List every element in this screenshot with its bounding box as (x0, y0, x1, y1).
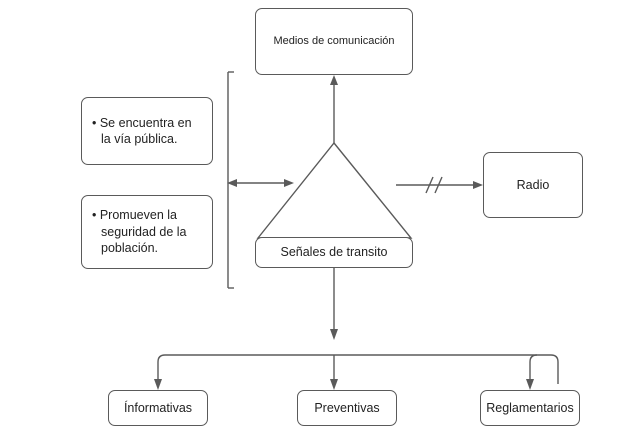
rail-arrow-head-right (526, 379, 534, 390)
rail-arrow-head-center (330, 379, 338, 390)
node-label: Preventivas (314, 400, 380, 415)
down-arrow-head (330, 329, 338, 340)
node-medios-de-comunicacion[interactable]: Medios de comunicación (255, 8, 413, 75)
double-arrow-head-right (284, 179, 294, 187)
node-label: Radio (516, 177, 550, 192)
radio-arrow-head (473, 181, 483, 189)
triangle-shape (256, 141, 413, 239)
node-label: Ínformativas (123, 400, 193, 415)
node-category-reglamentarios[interactable]: Reglamentarios (480, 390, 580, 426)
break-slash-1 (425, 176, 434, 194)
double-arrow-head-left (227, 179, 237, 187)
break-slash-2 (434, 176, 443, 194)
node-senales-de-transito[interactable]: Señales de transito (255, 237, 413, 268)
up-arrow-head (330, 75, 338, 85)
rail-arrow-head-left (154, 379, 162, 390)
rail-right-branch (529, 354, 538, 384)
node-label: Reglamentarios (486, 400, 574, 415)
distribution-rail (157, 354, 559, 384)
node-category-informativas[interactable]: Ínformativas (108, 390, 208, 426)
node-attribute-via-publica[interactable]: • Se encuentra en la vía pública. (81, 97, 213, 165)
node-label: Medios de comunicación (273, 35, 395, 48)
node-label: Señales de transito (280, 245, 388, 260)
node-label: • Se encuentra en la vía pública. (92, 115, 192, 147)
node-category-preventivas[interactable]: Preventivas (297, 390, 397, 426)
node-label: • Promueven la seguridad de la población… (92, 208, 187, 256)
node-attribute-seguridad[interactable]: • Promueven la seguridad de la población… (81, 195, 213, 269)
node-radio[interactable]: Radio (483, 152, 583, 218)
